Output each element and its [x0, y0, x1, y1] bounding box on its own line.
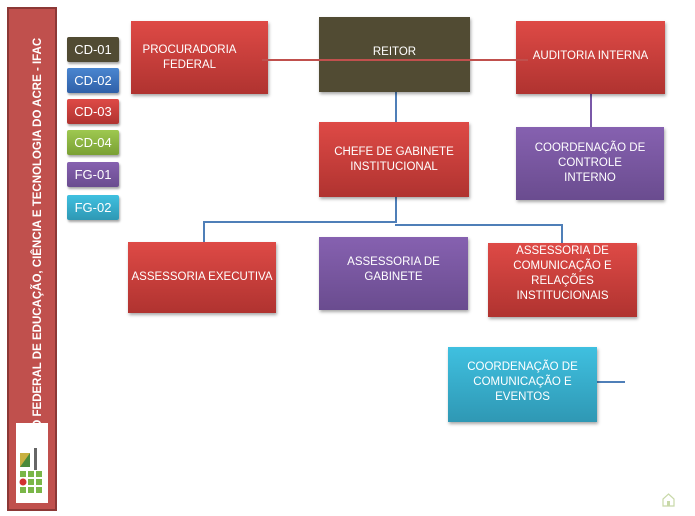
- home-icon[interactable]: [662, 493, 675, 507]
- connector-auditoria-controle: [590, 94, 592, 127]
- legend-cd-03: CD-03: [67, 99, 119, 124]
- node-assessoria-executiva[interactable]: ASSESSORIA EXECUTIVA: [128, 242, 276, 313]
- legend-cd-02: CD-02: [67, 68, 119, 93]
- legend-cd-01: CD-01: [67, 37, 119, 62]
- connector-eventos: [597, 381, 625, 383]
- node-assessoria-de-gabinete[interactable]: ASSESSORIA DE GABINETE: [319, 237, 468, 310]
- node-coordenacao-comunicacao-eventos[interactable]: COORDENAÇÃO DE COMUNICAÇÃO E EVENTOS: [448, 347, 597, 422]
- connector-executiva: [203, 221, 205, 242]
- node-chefe-de-gabinete[interactable]: CHEFE DE GABINETE INSTITUCIONAL: [319, 122, 469, 197]
- connector-procuradoria-auditoria: [262, 59, 528, 61]
- node-procuradoria-federal[interactable]: PROCURADORIA FEDERAL: [131, 21, 268, 94]
- legend-fg-01: FG-01: [67, 162, 119, 187]
- sidebar-banner: INSTITUTO FEDERAL DE EDUCAÇÃO, CIÊNCIA E…: [7, 7, 57, 511]
- connector-branch-left: [203, 221, 396, 223]
- node-auditoria-interna[interactable]: AUDITORIA INTERNA: [516, 21, 665, 94]
- legend-cd-04: CD-04: [67, 130, 119, 155]
- node-reitor[interactable]: REITOR: [319, 17, 470, 92]
- connector-comunicacao: [561, 224, 563, 243]
- connector-branch-right: [395, 224, 563, 226]
- node-assessoria-comunicacao[interactable]: ASSESSORIA DE COMUNICAÇÃO E RELAÇÕES INS…: [488, 243, 637, 317]
- legend-fg-02: FG-02: [67, 195, 119, 220]
- ifac-logo: [16, 423, 48, 503]
- node-coordenacao-controle-interno[interactable]: COORDENAÇÃO DE CONTROLE INTERNO: [516, 127, 664, 200]
